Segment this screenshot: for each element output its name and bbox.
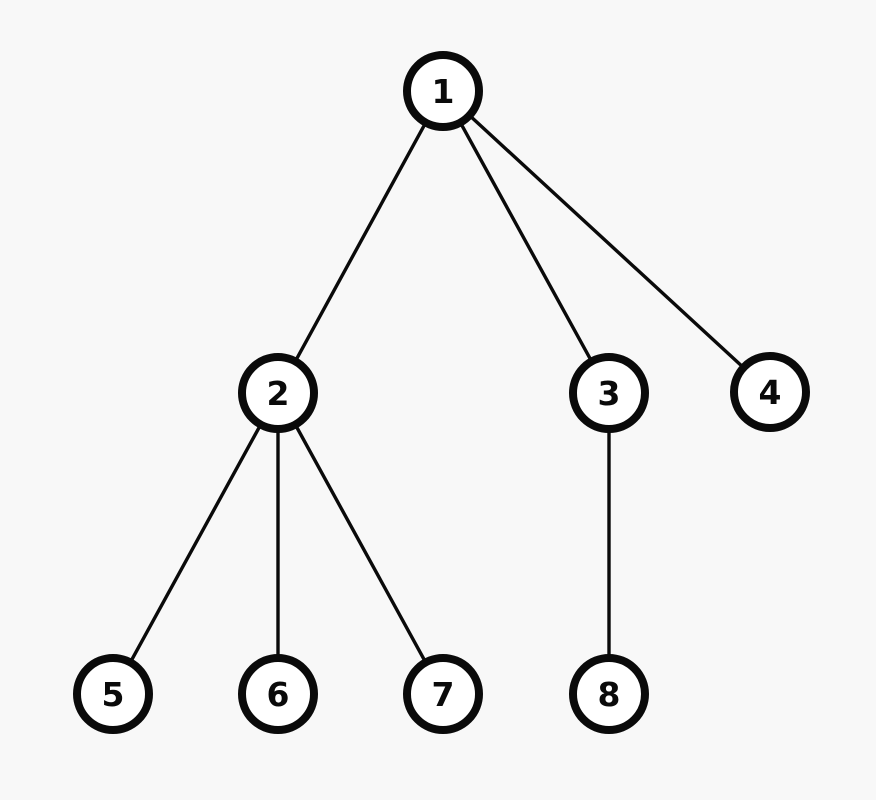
node-label-6: 6 xyxy=(267,675,290,714)
node-2: 2 xyxy=(238,353,318,433)
edge-2-7 xyxy=(276,391,445,696)
node-7: 7 xyxy=(403,654,483,734)
node-label-3: 3 xyxy=(598,374,621,413)
node-label-8: 8 xyxy=(598,675,621,714)
edge-1-3 xyxy=(441,89,611,395)
edge-2-5 xyxy=(111,391,280,696)
edge-1-4 xyxy=(441,89,772,394)
nodes-layer: 1 2 3 4 5 6 7 8 xyxy=(73,51,810,734)
node-6: 6 xyxy=(238,654,318,734)
node-circle-3 xyxy=(569,353,649,433)
node-circle-7 xyxy=(403,654,483,734)
node-4: 4 xyxy=(730,352,810,432)
node-circle-6 xyxy=(238,654,318,734)
node-1: 1 xyxy=(403,51,483,131)
node-circle-1 xyxy=(403,51,483,131)
node-5: 5 xyxy=(73,654,153,734)
node-label-1: 1 xyxy=(432,72,455,111)
node-label-2: 2 xyxy=(267,374,290,413)
edges-layer xyxy=(111,89,772,696)
edge-1-2 xyxy=(276,89,445,395)
node-8: 8 xyxy=(569,654,649,734)
node-label-7: 7 xyxy=(432,675,455,714)
node-label-4: 4 xyxy=(759,373,782,412)
node-circle-8 xyxy=(569,654,649,734)
node-circle-5 xyxy=(73,654,153,734)
node-3: 3 xyxy=(569,353,649,433)
node-circle-4 xyxy=(730,352,810,432)
node-label-5: 5 xyxy=(102,675,125,714)
node-circle-2 xyxy=(238,353,318,433)
